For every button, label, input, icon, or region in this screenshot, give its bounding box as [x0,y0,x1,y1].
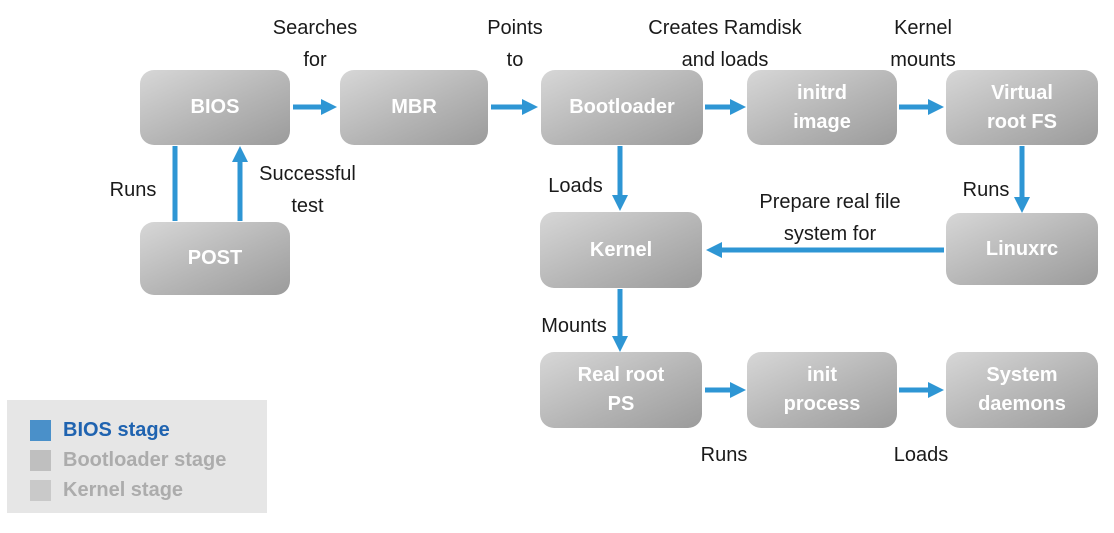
legend-label-kernel-stage: Kernel stage [63,478,184,501]
edge-label-loads-kernel: Loads [548,175,603,197]
edge-label-searches-for: Searches for [272,17,358,71]
node-bootloader-label: Bootloader [569,96,675,118]
node-virtual-root-fs-label: Virtual root FS [987,81,1057,133]
edge-label-runs-linuxrc: Runs [962,179,1010,201]
legend-swatch-bootloader-stage [30,449,51,471]
node-bios: BIOS [140,70,290,145]
edge-label-prepare-real-file-system: Prepare real file system for [759,191,901,245]
edge-label-successful-test: Successful test [259,163,356,217]
node-system-daemons: System daemons [946,352,1098,428]
node-virtual-root-fs: Virtual root FS [946,70,1098,145]
legend-label-bios-stage: BIOS stage [63,418,170,441]
node-initrd-image-label: initrd image [793,81,851,133]
edge-label-loads-daemons: Loads [893,444,949,466]
node-bootloader: Bootloader [541,70,703,145]
node-kernel-label: Kernel [589,238,653,261]
node-linuxrc-label: Linuxrc [985,237,1059,260]
node-init-process: init process [747,352,897,428]
node-post: POST [140,222,290,295]
node-initrd-image: initrd image [747,70,897,145]
edge-label-runs-post: Runs [109,179,157,201]
node-linuxrc: Linuxrc [946,213,1098,285]
legend-swatch-kernel-stage [30,479,51,501]
edge-label-points-to: Points to [487,17,543,71]
node-system-daemons-label: System daemons [978,364,1066,415]
node-mbr: MBR [340,70,488,145]
edge-label-runs-init: Runs [700,444,748,466]
legend-label-bootloader-stage: Bootloader stage [63,448,227,471]
legend-item-kernel-stage: Kernel stage [30,475,267,505]
node-mbr-label: MBR [391,96,437,118]
node-init-process-label: init process [783,364,861,415]
legend: BIOS stage Bootloader stage Kernel stage [7,400,267,513]
legend-swatch-bios-stage [30,419,51,441]
node-real-root-ps-label: Real root PS [577,364,665,415]
edge-label-creates-ramdisk-and-loads: Creates Ramdisk and loads [648,17,802,71]
node-post-label: POST [187,247,243,269]
legend-item-bootloader-stage: Bootloader stage [30,445,267,475]
node-real-root-ps: Real root PS [540,352,702,428]
node-kernel: Kernel [540,212,702,288]
edge-label-kernel-mounts: Kernel mounts [890,17,956,71]
legend-item-bios-stage: BIOS stage [30,415,267,445]
edge-label-mounts: Mounts [541,315,607,337]
node-bios-label: BIOS [190,96,240,118]
